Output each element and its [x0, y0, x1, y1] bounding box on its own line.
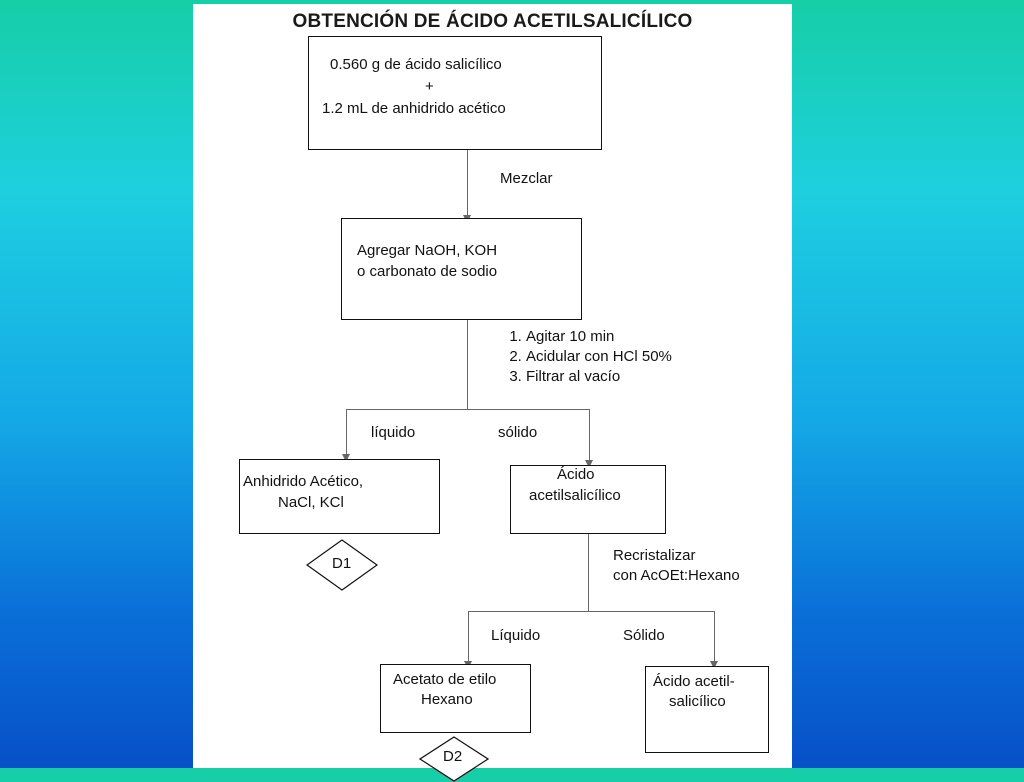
- box-solvent-waste: Acetato de etilo Hexano: [380, 664, 531, 733]
- crude-line-2: acetilsalicílico: [529, 487, 621, 504]
- branch-2-left: [468, 611, 469, 663]
- branch-2-right: [714, 611, 715, 663]
- connector-3: [588, 534, 589, 611]
- reagent-2: 1.2 mL de anhidrido acético: [322, 100, 506, 117]
- step-stir: Agitar 10 min: [526, 327, 672, 347]
- slide: OBTENCIÓN DE ÁCIDO ACETILSALICÍLICO 0.56…: [193, 4, 792, 782]
- liquid-line-1: Anhidrido Acético,: [243, 473, 364, 490]
- waste-d1-label: D1: [332, 555, 352, 572]
- connector-1: [467, 150, 468, 217]
- waste-diamond-1: [306, 539, 378, 591]
- branch-1-solid-label: sólido: [498, 424, 538, 441]
- box-pure-product: Ácido acetil- salicílico: [645, 666, 769, 753]
- base-line-2: o carbonato de sodio: [357, 263, 498, 280]
- base-line-1: Agregar NaOH, KOH: [357, 242, 498, 259]
- pure-line-2: salicílico: [669, 693, 726, 710]
- crude-line-1: Ácido: [557, 466, 595, 483]
- branch-2-liquid-label: Líquido: [491, 627, 541, 644]
- recrystallize-line-1: Recristalizar: [613, 547, 696, 564]
- recrystallize-line-2: con AcOEt:Hexano: [613, 567, 740, 584]
- solvent-line-2: Hexano: [421, 691, 473, 708]
- diagram-title: OBTENCIÓN DE ÁCIDO ACETILSALICÍLICO: [292, 11, 693, 32]
- step-acidify: Acidular con HCl 50%: [526, 347, 672, 367]
- pure-line-1: Ácido acetil-: [653, 673, 735, 690]
- box-base: Agregar NaOH, KOH o carbonato de sodio: [341, 218, 582, 320]
- waste-d2-label: D2: [443, 748, 463, 765]
- branch-1-left: [346, 409, 347, 456]
- arrowhead-left-1: [342, 454, 350, 462]
- connector-2: [467, 320, 468, 409]
- liquid-line-2: NaCl, KCl: [278, 494, 344, 511]
- step-filter: Filtrar al vacío: [526, 367, 672, 387]
- branch-1-liquid-label: líquido: [371, 424, 416, 441]
- arrowhead-right-1: [585, 460, 593, 468]
- box-liquid-waste: Anhidrido Acético, NaCl, KCl: [239, 459, 440, 534]
- box-crude-product: Ácido acetilsalicílico: [510, 465, 666, 534]
- plus-sign: +: [425, 78, 434, 95]
- arrowhead-right-2: [710, 661, 718, 669]
- step-mix-label: Mezclar: [500, 170, 553, 187]
- branch-2-solid-label: Sólido: [623, 627, 665, 644]
- branch-1-horizontal: [346, 409, 589, 410]
- branch-1-right: [589, 409, 590, 462]
- box-reagents: 0.560 g de ácido salicílico + 1.2 mL de …: [308, 36, 602, 150]
- solvent-line-1: Acetato de etilo: [393, 671, 497, 688]
- reagent-1: 0.560 g de ácido salicílico: [330, 56, 502, 73]
- branch-2-horizontal: [468, 611, 715, 612]
- process-steps: Agitar 10 min Acidular con HCl 50% Filtr…: [502, 327, 672, 387]
